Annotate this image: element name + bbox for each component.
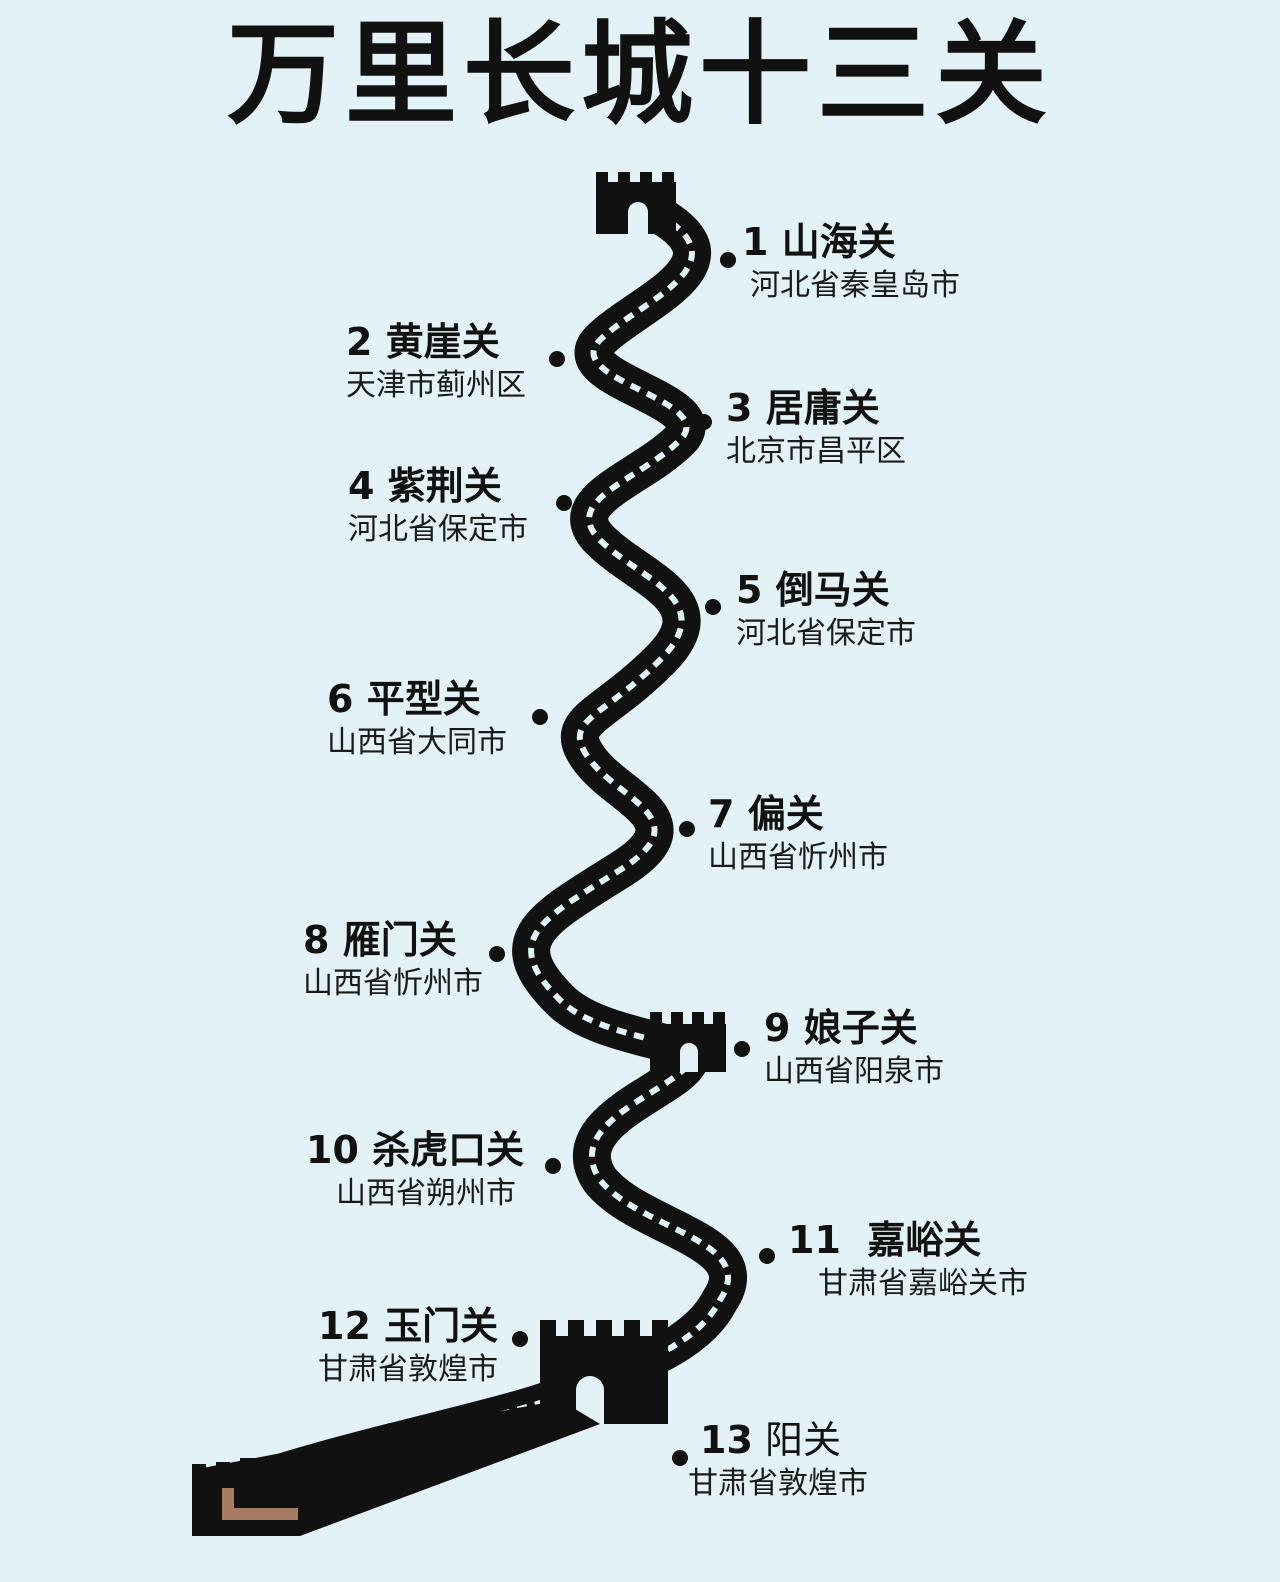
pass-label-7: 7 偏关 山西省忻州市 bbox=[708, 790, 888, 878]
pass-location-9: 山西省阳泉市 bbox=[764, 1054, 944, 1089]
marker-dot-1 bbox=[720, 252, 736, 268]
marker-dot-2 bbox=[549, 351, 565, 367]
pass-name-5: 5 倒马关 bbox=[736, 568, 890, 612]
marker-dot-4 bbox=[556, 495, 572, 511]
pass-name-1: 1 山海关 bbox=[742, 220, 896, 264]
pass-name-11: 11 嘉峪关 bbox=[788, 1218, 982, 1262]
pass-label-10: 10 杀虎口关 山西省朔州市 bbox=[306, 1126, 524, 1214]
pass-label-3: 3 居庸关 北京市昌平区 bbox=[726, 384, 906, 472]
marker-dot-10 bbox=[545, 1158, 561, 1174]
pass-name-2: 2 黄崖关 bbox=[346, 320, 500, 364]
pass-label-1: 1 山海关 河北省秦皇岛市 bbox=[742, 218, 960, 306]
pass-location-13: 甘肃省敦煌市 bbox=[688, 1466, 868, 1501]
pass-location-10: 山西省朔州市 bbox=[336, 1176, 516, 1211]
pass-label-4: 4 紫荆关 河北省保定市 bbox=[348, 462, 528, 550]
pass-label-13: 13 阳关 甘肃省敦煌市 bbox=[688, 1416, 868, 1504]
marker-dot-12 bbox=[512, 1331, 528, 1347]
marker-dot-11 bbox=[759, 1248, 775, 1264]
pass-name-9: 9 娘子关 bbox=[764, 1006, 918, 1050]
watchtower-lower bbox=[540, 1320, 668, 1424]
pass-label-9: 9 娘子关 山西省阳泉市 bbox=[764, 1004, 944, 1092]
pass-name-13: 13 阳关 bbox=[700, 1418, 841, 1462]
pass-location-6: 山西省大同市 bbox=[327, 725, 507, 760]
pass-location-11: 甘肃省嘉峪关市 bbox=[818, 1266, 1028, 1301]
marker-dot-7 bbox=[679, 821, 695, 837]
pass-location-3: 北京市昌平区 bbox=[726, 434, 906, 469]
pass-name-3: 3 居庸关 bbox=[726, 386, 880, 430]
marker-dot-6 bbox=[532, 709, 548, 725]
pass-label-8: 8 雁门关 山西省忻州市 bbox=[303, 916, 483, 1004]
pass-location-4: 河北省保定市 bbox=[348, 512, 528, 547]
marker-dot-3 bbox=[696, 414, 712, 430]
marker-dot-13 bbox=[672, 1450, 688, 1466]
pass-location-7: 山西省忻州市 bbox=[708, 840, 888, 875]
pass-name-6: 6 平型关 bbox=[327, 677, 481, 721]
pass-name-12: 12 玉门关 bbox=[318, 1304, 499, 1348]
pass-location-2: 天津市蓟州区 bbox=[346, 368, 526, 403]
pass-name-10: 10 杀虎口关 bbox=[306, 1128, 525, 1172]
watchtower-middle bbox=[650, 1012, 726, 1072]
pass-label-2: 2 黄崖关 天津市蓟州区 bbox=[346, 318, 526, 406]
pass-label-12: 12 玉门关 甘肃省敦煌市 bbox=[318, 1302, 498, 1390]
page-title: 万里长城十三关 bbox=[227, 10, 1053, 140]
marker-dot-5 bbox=[705, 599, 721, 615]
wall-walkway bbox=[198, 202, 731, 1503]
marker-dot-9 bbox=[734, 1041, 750, 1057]
pass-label-11: 11 嘉峪关 甘肃省嘉峪关市 bbox=[788, 1216, 1028, 1304]
watchtower-top bbox=[596, 172, 676, 234]
wall-base bbox=[192, 1400, 600, 1536]
pass-location-8: 山西省忻州市 bbox=[303, 966, 483, 1001]
pass-name-7: 7 偏关 bbox=[708, 792, 824, 836]
pass-label-6: 6 平型关 山西省大同市 bbox=[327, 675, 507, 763]
pass-name-4: 4 紫荆关 bbox=[348, 464, 502, 508]
pass-location-1: 河北省秦皇岛市 bbox=[750, 268, 960, 303]
pass-name-8: 8 雁门关 bbox=[303, 918, 457, 962]
pass-location-5: 河北省保定市 bbox=[736, 616, 916, 651]
marker-dot-8 bbox=[489, 946, 505, 962]
pass-label-5: 5 倒马关 河北省保定市 bbox=[736, 566, 916, 654]
pass-location-12: 甘肃省敦煌市 bbox=[318, 1352, 498, 1387]
